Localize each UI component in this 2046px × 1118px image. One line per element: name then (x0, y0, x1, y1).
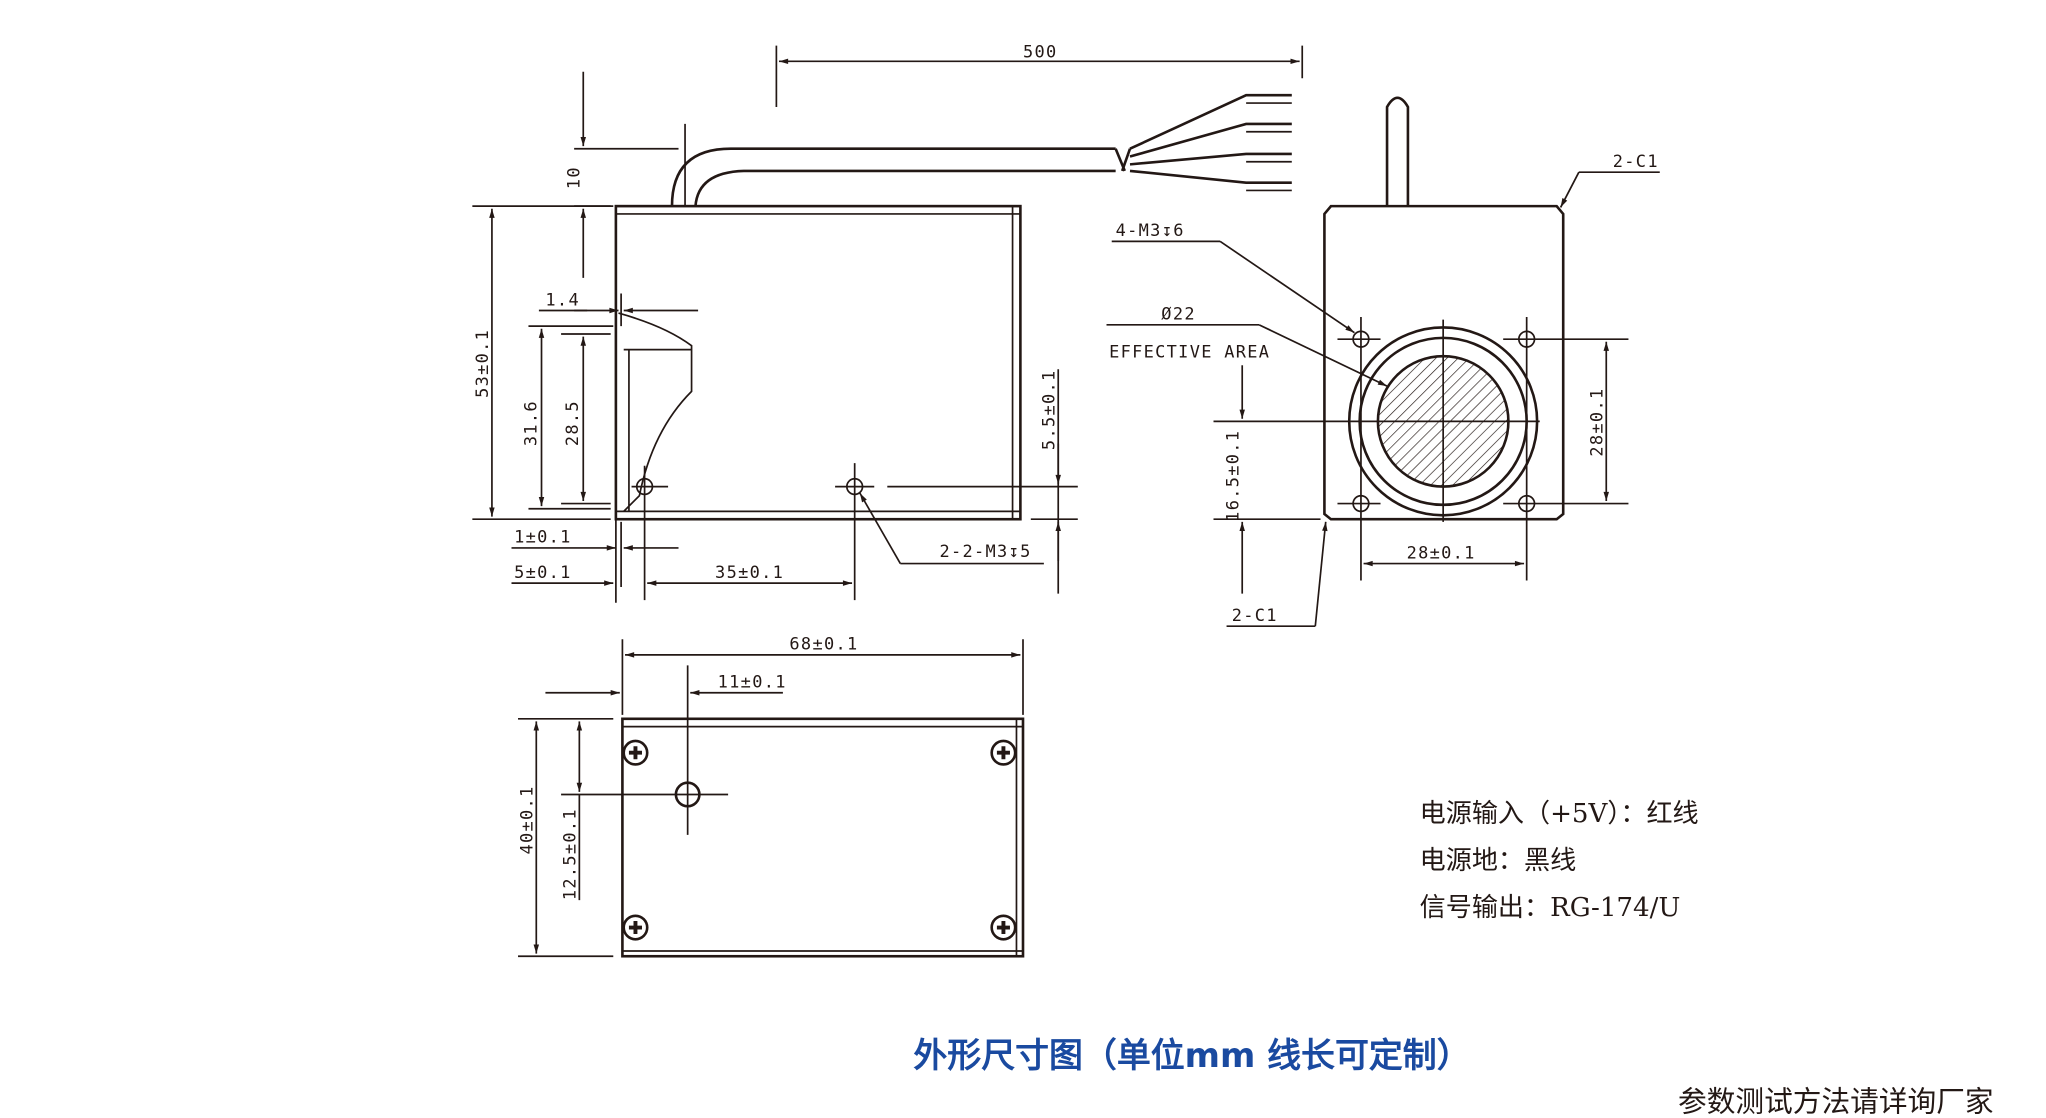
effective-area-label: EFFECTIVE AREA (1109, 341, 1270, 361)
chamfer-top-label: 2-C1 (1613, 151, 1659, 171)
front-body (1323, 204, 1565, 521)
note-power: 电源输入（+5V）：红线 (1420, 799, 1699, 829)
side-view: 500 10 53±0.1 31.6 28.5 1.4 5.5±0.1 1±0.… (472, 41, 1304, 603)
screw-icons (622, 739, 1017, 941)
connector (1385, 96, 1410, 207)
bottom-body (621, 717, 1025, 958)
dim-connector-y: 12.5±0.1 (559, 808, 579, 900)
side-body (614, 204, 1022, 521)
footer-note: 参数测试方法请详询厂家 (1678, 1084, 1994, 1118)
dim-height: 53±0.1 (472, 329, 492, 398)
wiring-notes: 电源输入（+5V）：红线 电源地：黑线 信号输出：RG-174/U (1420, 799, 1699, 923)
dim-window-inner: 28.5 (562, 400, 582, 446)
dim-hole-spacing: 35±0.1 (715, 562, 784, 582)
dim-hole-height: 5.5±0.1 (1038, 369, 1058, 450)
dim-hole-offset: 5±0.1 (514, 562, 572, 582)
hole-callout: 2-2-M3↧5 (939, 541, 1031, 561)
note-signal: 信号输出：RG-174/U (1420, 893, 1681, 923)
dim-hole-pitch-h: 28±0.1 (1407, 542, 1476, 562)
dim-cable-length: 500 (1023, 41, 1058, 61)
holes-callout: 4-M3↧6 (1116, 220, 1185, 240)
front-view: 28±0.1 28±0.1 16.5±0.1 4-M3↧6 Ø22 EFFECT… (1106, 96, 1660, 628)
dim-window-outer: 31.6 (520, 400, 540, 446)
chamfer-bottom-label: 2-C1 (1232, 605, 1278, 625)
cable (670, 147, 1116, 207)
dim-center-height: 16.5±0.1 (1222, 430, 1242, 522)
dim-hole-pitch-v: 28±0.1 (1586, 388, 1606, 457)
diameter-label: Ø22 (1161, 304, 1196, 324)
drawing-title: 外形尺寸图（单位mm 线长可定制） (913, 1036, 1470, 1075)
note-ground: 电源地：黑线 (1420, 846, 1577, 876)
dim-flange: 1.4 (545, 289, 580, 309)
dim-length: 68±0.1 (789, 634, 858, 654)
dim-wall: 1±0.1 (514, 527, 572, 547)
dim-connector-x: 11±0.1 (718, 672, 787, 692)
dim-cable-offset: 10 (563, 166, 583, 189)
dim-width: 40±0.1 (516, 785, 536, 854)
bottom-view: 68±0.1 11±0.1 40±0.1 12.5±0.1 (516, 634, 1025, 958)
